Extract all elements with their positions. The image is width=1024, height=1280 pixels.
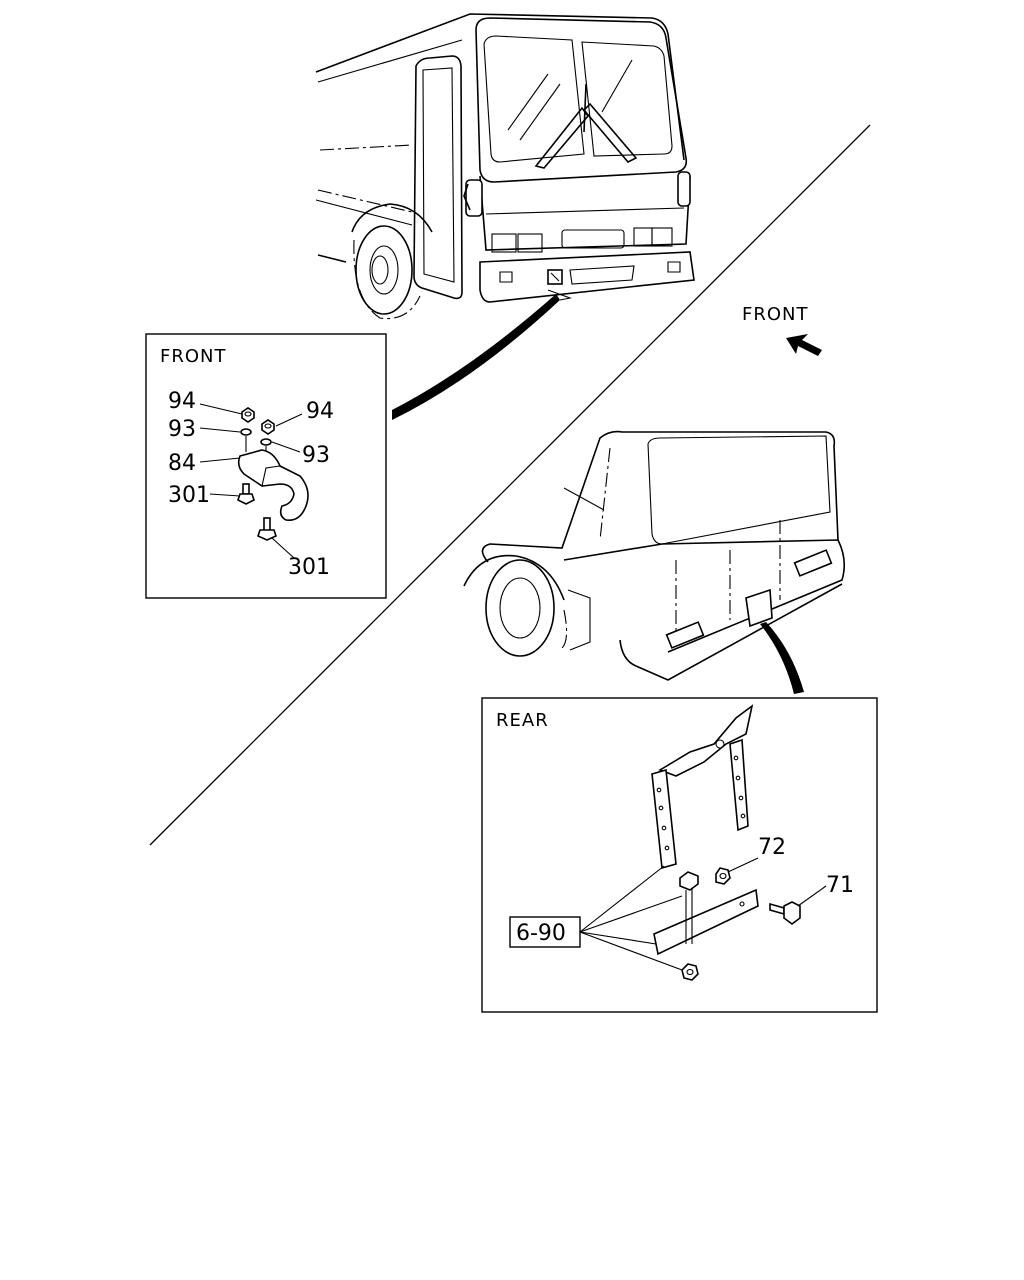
- nut-94-right: [261, 419, 275, 435]
- rear-detail-leader: [760, 622, 804, 694]
- nut-lower: [681, 963, 699, 981]
- nut-72: [715, 867, 731, 885]
- callout-84: 84: [168, 451, 196, 476]
- arrow-up-left-icon: [786, 334, 822, 356]
- bolt-301-left: [237, 483, 255, 505]
- callout-301-lower: 301: [288, 555, 330, 580]
- callout-72: 72: [758, 835, 786, 860]
- front-detail-panel: FRONT 94 93 84 301 94 93 301: [145, 333, 387, 599]
- callout-6-90: 6-90: [516, 921, 566, 946]
- bus-front-view: [315, 13, 695, 320]
- lower-bracket: [653, 888, 759, 956]
- bolt-71: [769, 901, 801, 925]
- callout-94-left: 94: [168, 389, 196, 414]
- bolt-301-lower: [257, 517, 277, 541]
- callout-93-left: 93: [168, 417, 196, 442]
- washer-93-left: [240, 428, 252, 436]
- bus-rear-view: [463, 430, 846, 681]
- nut-94-left: [241, 407, 255, 423]
- callout-301-left: 301: [168, 483, 210, 508]
- tow-hook-84: [237, 449, 309, 522]
- rear-detail-heading: REAR: [496, 710, 549, 731]
- callout-94-right: 94: [306, 399, 334, 424]
- plate-bracket: [651, 704, 754, 870]
- bolt-upper: [679, 871, 699, 944]
- front-direction-label: FRONT: [742, 304, 809, 325]
- view-divider: [149, 124, 871, 846]
- rear-detail-panel: REAR: [481, 697, 878, 1013]
- callout-71: 71: [826, 873, 854, 898]
- washer-93-right: [260, 438, 272, 446]
- front-detail-heading: FRONT: [160, 346, 227, 367]
- front-detail-leader: [392, 294, 560, 420]
- callout-93-right: 93: [302, 443, 330, 468]
